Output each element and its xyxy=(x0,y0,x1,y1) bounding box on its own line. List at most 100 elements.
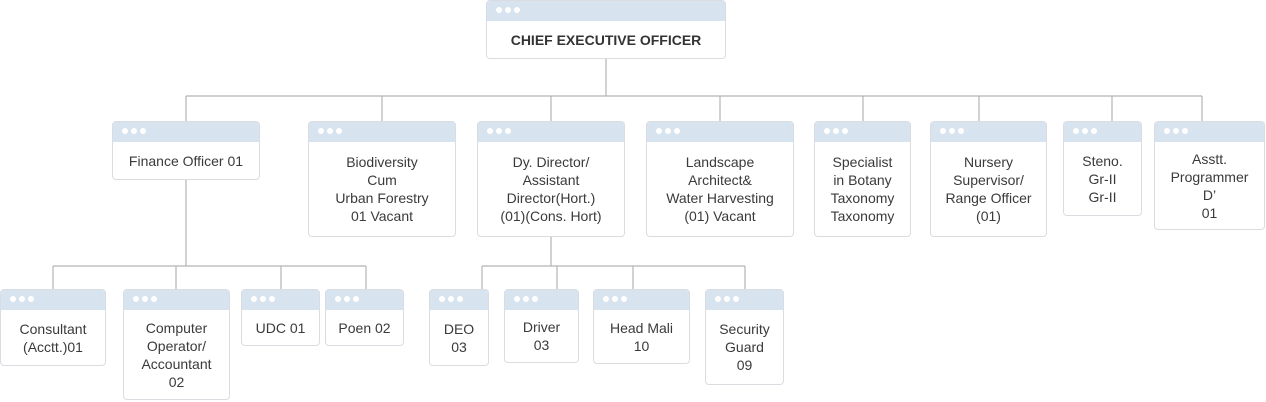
node-titlebar xyxy=(242,290,319,310)
window-dot-icon xyxy=(1073,128,1079,134)
window-dot-icon xyxy=(833,128,839,134)
window-dot-icon xyxy=(514,296,520,302)
window-dot-icon xyxy=(940,128,946,134)
node-label: Biodiversity Cum Urban Forestry 01 Vacan… xyxy=(335,154,429,224)
node-poen: Poen 02 xyxy=(325,289,404,346)
window-dot-icon xyxy=(514,7,520,13)
node-steno: Steno. Gr-II Gr-II xyxy=(1063,121,1142,216)
window-dot-icon xyxy=(19,296,25,302)
node-titlebar xyxy=(430,290,488,310)
node-titlebar xyxy=(931,122,1046,142)
node-label: Specialist in Botany Taxonomy Taxonomy xyxy=(830,154,895,224)
node-asstt-programmer: Asstt. Programmer D’ 01 xyxy=(1154,121,1265,230)
node-label: Computer Operator/ Accountant 02 xyxy=(141,319,212,390)
node-titlebar xyxy=(815,122,910,142)
node-label: UDC 01 xyxy=(255,319,306,336)
node-titlebar xyxy=(487,1,725,21)
node-security-guard: Security Guard 09 xyxy=(705,289,784,385)
window-dot-icon xyxy=(674,128,680,134)
node-label: Driver 03 xyxy=(522,319,561,353)
window-dots xyxy=(940,128,964,134)
node-label: Landscape Architect& Water Harvesting (0… xyxy=(666,154,774,224)
node-titlebar xyxy=(1064,122,1141,142)
node-driver: Driver 03 xyxy=(504,289,579,363)
window-dot-icon xyxy=(353,296,359,302)
window-dot-icon xyxy=(140,128,146,134)
window-dots xyxy=(318,128,342,134)
window-dot-icon xyxy=(318,128,324,134)
window-dot-icon xyxy=(327,128,333,134)
window-dot-icon xyxy=(151,296,157,302)
window-dot-icon xyxy=(133,296,139,302)
node-label: Poen 02 xyxy=(338,319,391,336)
window-dots xyxy=(487,128,511,134)
window-dot-icon xyxy=(824,128,830,134)
node-titlebar xyxy=(505,290,578,310)
window-dot-icon xyxy=(131,128,137,134)
window-dot-icon xyxy=(724,296,730,302)
window-dot-icon xyxy=(142,296,148,302)
node-titlebar xyxy=(594,290,689,310)
node-label: CHIEF EXECUTIVE OFFICER xyxy=(510,31,702,48)
window-dot-icon xyxy=(621,296,627,302)
window-dots xyxy=(496,7,520,13)
window-dot-icon xyxy=(269,296,275,302)
window-dots xyxy=(656,128,680,134)
node-nursery-supervisor: Nursery Supervisor/ Range Officer (01) xyxy=(930,121,1047,237)
node-titlebar xyxy=(309,122,455,142)
node-consultant: Consultant (Acctt.)01 xyxy=(0,289,106,366)
window-dots xyxy=(824,128,848,134)
window-dot-icon xyxy=(1082,128,1088,134)
window-dot-icon xyxy=(487,128,493,134)
window-dots xyxy=(335,296,359,302)
node-head-mali: Head Mali 10 xyxy=(593,289,690,364)
window-dot-icon xyxy=(733,296,739,302)
window-dot-icon xyxy=(949,128,955,134)
window-dots xyxy=(1073,128,1097,134)
window-dot-icon xyxy=(603,296,609,302)
window-dot-icon xyxy=(448,296,454,302)
node-label: Asstt. Programmer D’ 01 xyxy=(1170,150,1249,221)
window-dot-icon xyxy=(665,128,671,134)
node-label: Security Guard 09 xyxy=(719,321,770,373)
window-dot-icon xyxy=(523,296,529,302)
node-udc: UDC 01 xyxy=(241,289,320,346)
node-label: Dy. Director/ Assistant Director(Hort.) … xyxy=(500,154,602,224)
window-dot-icon xyxy=(1091,128,1097,134)
node-deo: DEO 03 xyxy=(429,289,489,366)
window-dot-icon xyxy=(260,296,266,302)
window-dot-icon xyxy=(122,128,128,134)
node-titlebar xyxy=(706,290,783,310)
window-dot-icon xyxy=(335,296,341,302)
node-specialist-botany: Specialist in Botany Taxonomy Taxonomy xyxy=(814,121,911,237)
window-dot-icon xyxy=(715,296,721,302)
window-dot-icon xyxy=(496,7,502,13)
node-titlebar xyxy=(124,290,229,310)
window-dot-icon xyxy=(842,128,848,134)
window-dots xyxy=(603,296,627,302)
window-dot-icon xyxy=(1164,128,1170,134)
window-dot-icon xyxy=(532,296,538,302)
window-dots xyxy=(514,296,538,302)
window-dot-icon xyxy=(1173,128,1179,134)
node-label: Head Mali 10 xyxy=(609,319,674,354)
window-dot-icon xyxy=(496,128,502,134)
node-titlebar xyxy=(478,122,624,142)
node-biodiversity-urban-forestry: Biodiversity Cum Urban Forestry 01 Vacan… xyxy=(308,121,456,237)
window-dots xyxy=(439,296,463,302)
window-dots xyxy=(133,296,157,302)
window-dot-icon xyxy=(505,128,511,134)
window-dot-icon xyxy=(251,296,257,302)
node-label: Nursery Supervisor/ Range Officer (01) xyxy=(945,154,1032,224)
window-dot-icon xyxy=(505,7,511,13)
window-dot-icon xyxy=(439,296,445,302)
window-dot-icon xyxy=(336,128,342,134)
node-label: Consultant (Acctt.)01 xyxy=(19,320,87,355)
node-label: DEO 03 xyxy=(443,320,475,355)
window-dot-icon xyxy=(612,296,618,302)
node-titlebar xyxy=(1,290,105,310)
window-dot-icon xyxy=(958,128,964,134)
window-dot-icon xyxy=(656,128,662,134)
node-label: Steno. Gr-II Gr-II xyxy=(1082,152,1123,205)
